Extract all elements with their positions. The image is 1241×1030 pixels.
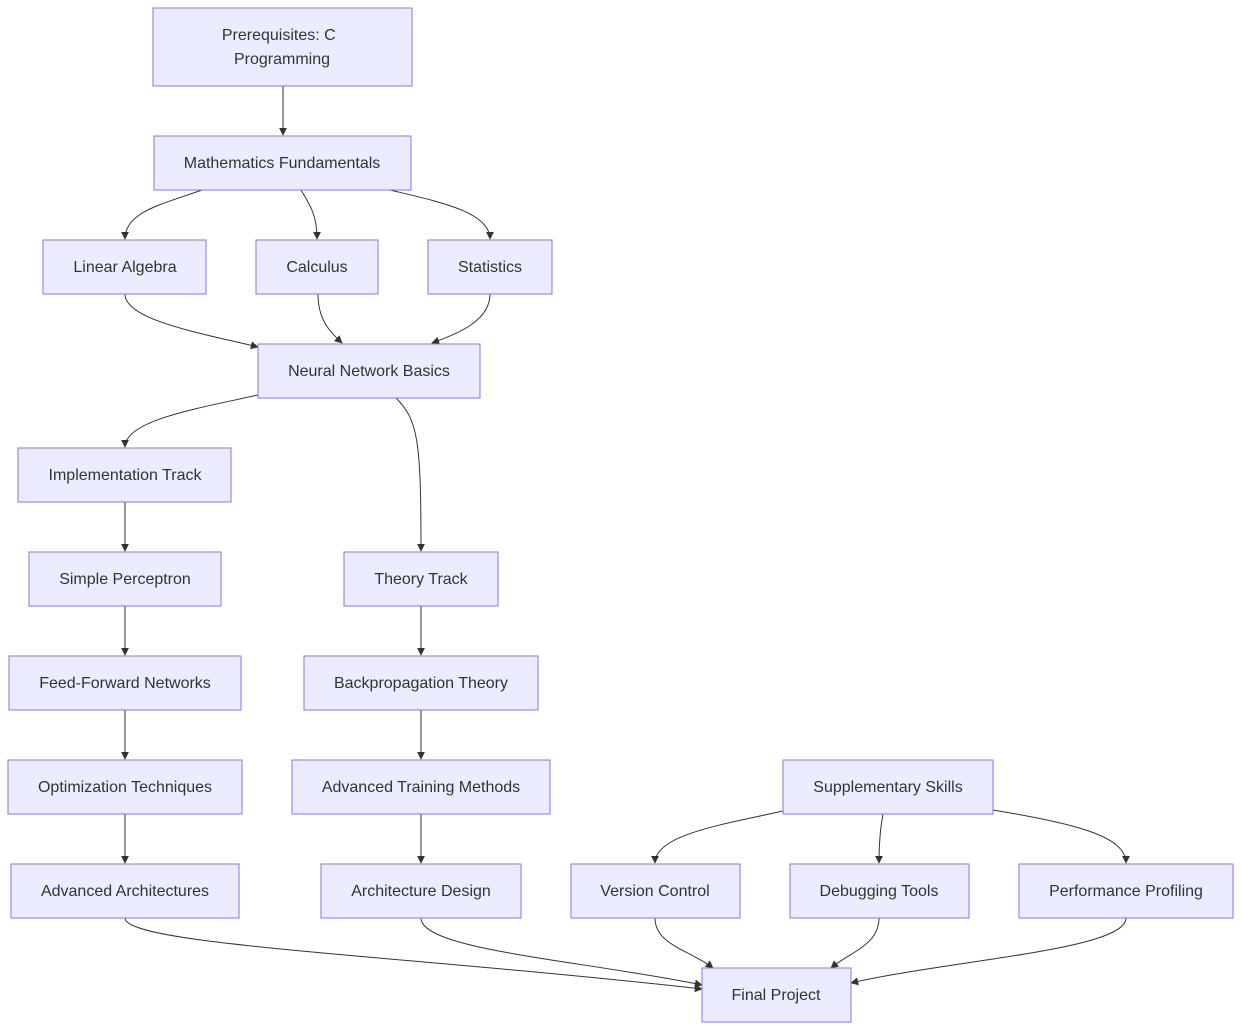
node-backpropagation-theory: Backpropagation Theory — [303, 655, 539, 711]
edge-nn-basics-to-theory — [395, 397, 425, 552]
edge-math-to-linear-algebra — [121, 189, 203, 240]
node-implementation-track-label: Implementation Track — [49, 467, 203, 484]
edge-linear-algebra-to-nn-basics — [124, 293, 259, 350]
edge-math-to-statistics — [389, 189, 494, 240]
node-final-project: Final Project — [701, 967, 852, 1023]
node-supplementary-skills: Supplementary Skills — [782, 759, 994, 815]
node-simple-perceptron: Simple Perceptron — [28, 551, 222, 607]
node-calculus-label: Calculus — [286, 259, 347, 276]
node-feed-forward-networks: Feed-Forward Networks — [8, 655, 242, 711]
node-final-project-label: Final Project — [732, 987, 821, 1004]
nodes: Prerequisites: C Programming Mathematics… — [7, 7, 1234, 1023]
edge-debugging-to-final — [830, 917, 880, 969]
node-simple-perceptron-label: Simple Perceptron — [59, 571, 191, 588]
node-advanced-training-methods-label: Advanced Training Methods — [322, 779, 520, 796]
node-linear-algebra: Linear Algebra — [42, 239, 207, 295]
edge-supplementary-to-profiling — [992, 809, 1130, 864]
edge-architecture-design-to-final — [420, 917, 703, 988]
node-version-control: Version Control — [570, 863, 741, 919]
node-supplementary-skills-label: Supplementary Skills — [813, 779, 962, 796]
node-neural-network-basics-label: Neural Network Basics — [288, 363, 450, 380]
node-prerequisites: Prerequisites: C Programming — [152, 7, 413, 87]
edge-nn-basics-to-implementation — [121, 394, 259, 448]
node-statistics-label: Statistics — [458, 259, 522, 276]
node-statistics: Statistics — [427, 239, 553, 295]
edge-supplementary-to-debugging — [875, 813, 884, 864]
node-debugging-tools-label: Debugging Tools — [820, 883, 939, 900]
node-advanced-training-methods: Advanced Training Methods — [291, 759, 551, 815]
edge-profiling-to-final — [850, 917, 1127, 986]
node-debugging-tools: Debugging Tools — [789, 863, 970, 919]
node-architecture-design-label: Architecture Design — [351, 883, 491, 900]
node-calculus: Calculus — [255, 239, 379, 295]
node-feed-forward-networks-label: Feed-Forward Networks — [39, 675, 211, 692]
node-performance-profiling-label: Performance Profiling — [1049, 883, 1203, 900]
node-mathematics-fundamentals: Mathematics Fundamentals — [153, 135, 412, 191]
edge-advanced-architectures-to-final — [124, 917, 703, 993]
node-prerequisites-label-line-1: Prerequisites: C — [222, 27, 336, 44]
node-performance-profiling: Performance Profiling — [1018, 863, 1234, 919]
node-neural-network-basics: Neural Network Basics — [257, 343, 481, 399]
node-mathematics-fundamentals-label: Mathematics Fundamentals — [184, 155, 381, 172]
node-version-control-label: Version Control — [600, 883, 709, 900]
edge-supplementary-to-version-control — [651, 810, 784, 864]
edges — [121, 86, 1130, 993]
node-prerequisites-label: Prerequisites: C Programming — [222, 27, 340, 68]
edge-calculus-to-nn-basics — [317, 293, 343, 344]
node-backpropagation-theory-label: Backpropagation Theory — [334, 675, 508, 692]
edge-version-control-to-final — [654, 917, 714, 969]
node-implementation-track: Implementation Track — [17, 447, 232, 503]
node-theory-track: Theory Track — [343, 551, 499, 607]
node-optimization-techniques: Optimization Techniques — [7, 759, 243, 815]
node-optimization-techniques-label: Optimization Techniques — [38, 779, 212, 796]
node-linear-algebra-label: Linear Algebra — [73, 259, 176, 276]
node-architecture-design: Architecture Design — [320, 863, 522, 919]
edge-statistics-to-nn-basics — [431, 293, 491, 345]
node-advanced-architectures-label: Advanced Architectures — [41, 883, 209, 900]
node-advanced-architectures: Advanced Architectures — [10, 863, 240, 919]
edge-math-to-calculus — [300, 189, 321, 240]
node-prerequisites-label-line-2: Programming — [234, 51, 330, 68]
node-theory-track-label: Theory Track — [374, 571, 468, 588]
